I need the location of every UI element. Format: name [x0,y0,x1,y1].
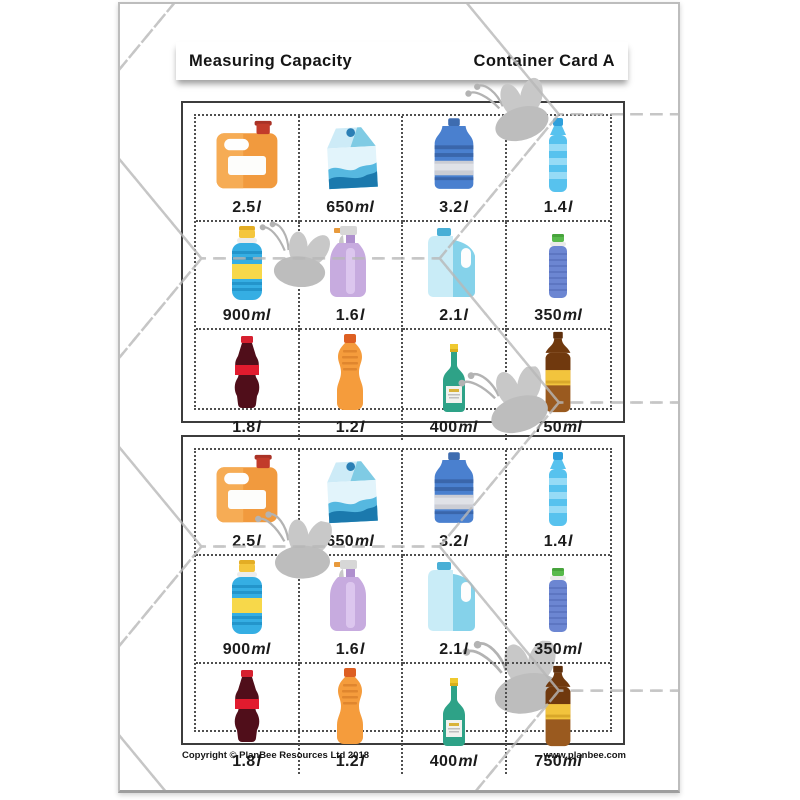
capacity-label: 1.4l [543,533,573,550]
capacity-label: 900ml [222,307,271,324]
container-cell: 1.4l [506,450,610,556]
capacity-label: 1.4l [543,199,573,216]
beer-bottle-icon [537,664,579,748]
bee-watermark [463,75,567,150]
capacity-label: 2.1l [439,307,469,324]
water-bottle-icon [544,450,572,528]
page-title: Measuring Capacity [189,51,353,70]
worksheet-page: Measuring Capacity Container Card A 2.5l… [118,2,680,793]
container-cell: 1.2l [300,330,403,440]
small-drink-bottle-icon [544,566,572,636]
capacity-label: 650ml [326,199,375,216]
capacity-label: 350ml [534,641,583,658]
juice-bottle-icon [334,666,366,748]
small-drink-bottle-icon [544,232,572,302]
container-cell: 1.8l [196,330,300,440]
bee-watermark [452,364,573,442]
cola-bottle-icon [230,668,264,748]
header-bar: Measuring Capacity Container Card A [176,42,628,80]
plastic-jug-icon [423,560,485,636]
container-cell: 3.2l [403,450,507,556]
capacity-label: 2.5l [232,199,262,216]
juice-bottle-icon [334,332,366,414]
capacity-label: 3.2l [439,533,469,550]
capacity-label: 1.6l [335,641,365,658]
container-cell: 350ml [506,222,610,330]
card-title: Container Card A [473,51,615,70]
copyright-text: Copyright © PlanBee Resources Ltd 2018 [182,750,370,761]
website-text: www.planbee.com [543,750,626,761]
plastic-jug-icon [423,226,485,302]
capacity-label: 900ml [222,641,271,658]
capacity-label: 350ml [534,307,583,324]
container-cell: 350ml [506,556,610,664]
container-cell: 2.1l [403,222,507,330]
milk-carton-icon [316,118,384,194]
water-cooler-bottle-icon [425,450,483,528]
milk-carton-icon [316,452,384,528]
page-footer: Copyright © PlanBee Resources Ltd 2018 w… [182,750,626,761]
capacity-label: 3.2l [439,199,469,216]
container-cell: 2.1l [403,556,507,664]
capacity-label: 2.1l [439,641,469,658]
cola-bottle-icon [230,334,264,414]
container-cell: 2.5l [196,116,300,222]
container-cell: 650ml [299,116,403,222]
jerry-can-icon [206,118,288,194]
capacity-label: 1.6l [335,307,365,324]
wine-bottle-icon [439,676,469,748]
